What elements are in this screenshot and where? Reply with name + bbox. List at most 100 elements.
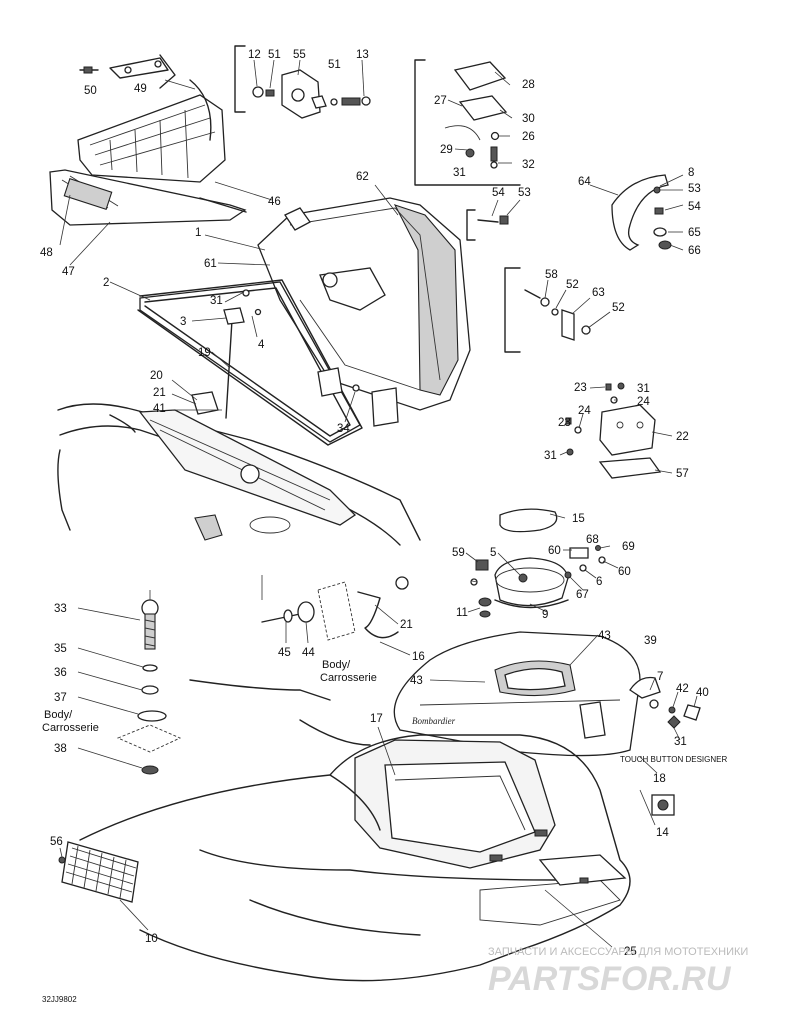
body-label-lower: Body/ xyxy=(44,709,73,721)
callout-14: 14 xyxy=(656,827,669,839)
support-rod xyxy=(191,289,262,419)
callout-68: 68 xyxy=(586,534,599,546)
callout-52a: 52 xyxy=(566,279,579,291)
body-label-lower-fr: Carrosserie xyxy=(42,722,99,734)
text-labels: Body/ Carrosserie Body/ Carrosserie Bomb… xyxy=(42,659,748,1004)
callout-9: 9 xyxy=(542,609,548,621)
storage-lid xyxy=(257,197,471,411)
callout-43a: 43 xyxy=(598,630,611,642)
reflector-grille xyxy=(58,841,139,903)
hinge-hardware-group xyxy=(234,45,371,119)
lid-hinges xyxy=(317,367,399,427)
callout-59: 59 xyxy=(452,547,465,559)
callout-42: 42 xyxy=(676,683,689,695)
diagram-code: 32JJ9802 xyxy=(42,995,77,1004)
callout-24a: 24 xyxy=(637,396,650,408)
callout-23a: 23 xyxy=(574,382,587,394)
callout-33: 33 xyxy=(54,603,67,615)
main-body-hull xyxy=(79,679,631,982)
callout-56: 56 xyxy=(50,836,63,848)
callout-21b: 21 xyxy=(400,619,413,631)
emblem-part xyxy=(651,794,675,816)
glovebox-cover xyxy=(393,631,701,757)
callout-44: 44 xyxy=(302,647,315,659)
callout-58: 58 xyxy=(545,269,558,281)
right-hardware xyxy=(466,174,672,353)
callout-21a: 21 xyxy=(153,387,166,399)
body-label-upper: Body/ xyxy=(322,659,351,671)
callout-36: 36 xyxy=(54,667,67,679)
callout-61: 61 xyxy=(204,258,217,270)
rack-assembly xyxy=(49,54,247,226)
callout-40: 40 xyxy=(696,687,709,699)
brand-logo: Bombardier xyxy=(412,716,456,726)
callout-35: 35 xyxy=(54,643,67,655)
callout-25: 25 xyxy=(624,946,637,958)
callout-4: 4 xyxy=(258,339,265,351)
callout-32: 32 xyxy=(522,159,535,171)
storage-cover-assembly xyxy=(470,508,606,618)
callout-18: 18 xyxy=(653,773,666,785)
callout-47: 47 xyxy=(62,266,75,278)
callout-2: 2 xyxy=(103,277,109,289)
callout-54b: 54 xyxy=(688,201,701,213)
callout-48: 48 xyxy=(40,247,53,259)
callout-55: 55 xyxy=(293,49,306,61)
callout-34: 34 xyxy=(337,423,350,435)
callout-39: 39 xyxy=(644,635,657,647)
callout-12: 12 xyxy=(248,49,261,61)
callout-41: 41 xyxy=(153,403,166,415)
callout-60a: 60 xyxy=(548,545,561,557)
callout-8: 8 xyxy=(688,167,694,179)
callout-69: 69 xyxy=(622,541,635,553)
callout-20: 20 xyxy=(150,370,163,382)
callout-11: 11 xyxy=(456,607,468,619)
callout-16: 16 xyxy=(412,651,425,663)
callout-31a: 31 xyxy=(453,167,466,179)
callout-31c: 31 xyxy=(637,383,650,395)
callout-57: 57 xyxy=(676,468,689,480)
callout-46: 46 xyxy=(268,196,281,208)
callout-23b: 23 xyxy=(558,417,571,429)
watermark-site: PARTSFOR.RU xyxy=(488,960,732,998)
leader-lines xyxy=(59,59,698,948)
callout-53b: 53 xyxy=(688,183,701,195)
callout-31b: 31 xyxy=(210,295,223,307)
callout-6: 6 xyxy=(596,576,602,588)
callout-28: 28 xyxy=(522,79,535,91)
callout-19: 19 xyxy=(198,347,211,359)
watermark-tagline: ЗАПЧАСТИ И АКСЕССУАРЫ ДЛЯ МОТОТЕХНИКИ xyxy=(488,946,748,958)
callout-5: 5 xyxy=(490,547,496,559)
callout-30: 30 xyxy=(522,113,535,125)
callout-50: 50 xyxy=(84,85,97,97)
callout-62: 62 xyxy=(356,171,369,183)
callout-51: 51 xyxy=(268,49,281,61)
callout-3: 3 xyxy=(180,316,186,328)
clip-assembly xyxy=(261,575,409,641)
callout-38: 38 xyxy=(54,743,67,755)
decal-text: TOUCH BUTTON DESIGNER xyxy=(620,755,727,764)
callout-66: 66 xyxy=(688,245,701,257)
callout-65: 65 xyxy=(688,227,701,239)
callout-10: 10 xyxy=(145,933,158,945)
callout-29: 29 xyxy=(440,144,453,156)
callout-60b: 60 xyxy=(618,566,631,578)
lid-gasket xyxy=(137,279,363,446)
latch-group xyxy=(414,59,521,186)
callout-22: 22 xyxy=(676,431,689,443)
callout-7: 7 xyxy=(657,671,663,683)
callout-24b: 24 xyxy=(578,405,591,417)
bracket-assembly xyxy=(565,382,662,479)
callout-49: 49 xyxy=(134,83,147,95)
callout-labels: 12 51 55 51 13 50 49 28 27 30 26 29 32 3… xyxy=(40,49,709,958)
callout-13: 13 xyxy=(356,49,369,61)
callout-15: 15 xyxy=(572,513,585,525)
callout-31d: 31 xyxy=(544,450,557,462)
mounting-bolt-stack xyxy=(116,590,182,775)
callout-45: 45 xyxy=(278,647,291,659)
callout-63: 63 xyxy=(592,287,605,299)
callout-31e: 31 xyxy=(674,736,687,748)
callout-37: 37 xyxy=(54,692,67,704)
body-label-upper-fr: Carrosserie xyxy=(320,672,377,684)
